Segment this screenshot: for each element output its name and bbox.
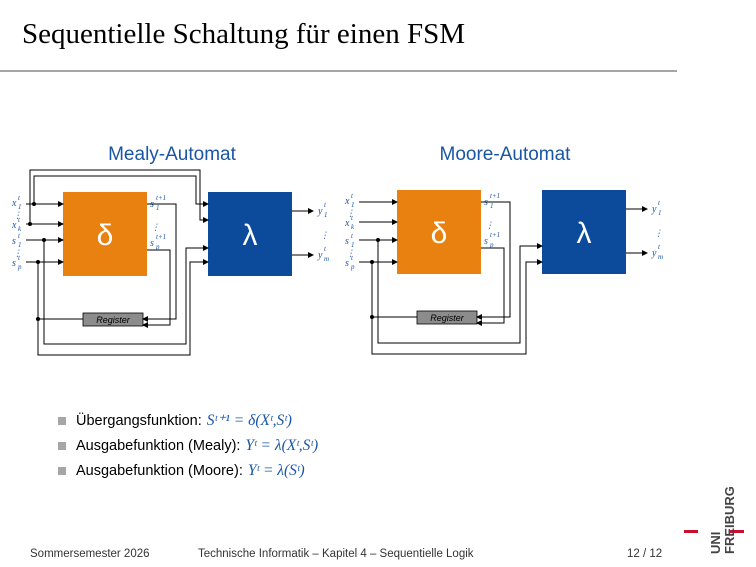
svg-text:y: y (651, 248, 657, 259)
svg-text:t: t (351, 254, 354, 262)
svg-text:m: m (658, 253, 663, 261)
svg-text:t: t (324, 245, 327, 253)
svg-text:x: x (11, 220, 17, 231)
moore-lambda-block (542, 190, 626, 274)
svg-text:t: t (324, 201, 327, 209)
svg-text:p: p (489, 241, 494, 249)
svg-text:y: y (317, 250, 323, 261)
svg-text:p: p (155, 243, 160, 251)
svg-text:m: m (324, 255, 329, 263)
svg-text:⋮: ⋮ (346, 248, 355, 258)
svg-text:t: t (18, 254, 21, 262)
svg-text:t+1: t+1 (156, 194, 166, 202)
svg-text:⋮: ⋮ (485, 220, 494, 230)
svg-text:t+1: t+1 (156, 233, 166, 241)
list-item: Ausgabefunktion (Moore): Yᵗ = λ(Sᵗ) (58, 458, 318, 483)
svg-text:⋮: ⋮ (346, 208, 355, 218)
bullet-square-icon (58, 416, 66, 425)
svg-text:t: t (351, 214, 354, 222)
bullet-square-icon (58, 441, 66, 450)
mealy-wiring (26, 169, 314, 356)
svg-text:1: 1 (658, 209, 662, 217)
footer-page-number: 12 / 12 (627, 548, 663, 560)
svg-text:1: 1 (156, 204, 160, 212)
svg-text:s: s (150, 238, 154, 249)
mealy-heading: Mealy-Automat (108, 144, 236, 165)
svg-text:⋮: ⋮ (13, 248, 22, 258)
svg-text:x: x (344, 196, 350, 207)
moore-heading: Moore-Automat (440, 144, 572, 165)
svg-text:x: x (344, 218, 350, 229)
svg-text:t: t (351, 192, 354, 200)
svg-text:y: y (317, 206, 323, 217)
bullet-label: Übergangsfunktion: (76, 412, 202, 429)
svg-text:y: y (651, 204, 657, 215)
svg-text:1: 1 (18, 203, 22, 211)
svg-text:t+1: t+1 (490, 192, 500, 200)
svg-text:t: t (18, 232, 21, 240)
logo-text-line2: FREIBURG (722, 486, 737, 554)
svg-text:1: 1 (18, 241, 22, 249)
mealy-junctions (28, 202, 46, 321)
logo-text-line1: UNI (708, 532, 723, 554)
moore-output-labels: yt1 ⋮ ytm (651, 199, 663, 261)
svg-text:t: t (658, 243, 661, 251)
bullet-square-icon (58, 466, 66, 475)
svg-text:t: t (658, 199, 661, 207)
title-divider (0, 70, 677, 72)
bullet-formula: Sᵗ⁺¹ = δ(Xᵗ,Sᵗ) (206, 412, 292, 429)
svg-text:1: 1 (351, 241, 355, 249)
svg-text:t+1: t+1 (490, 231, 500, 239)
svg-text:s: s (484, 236, 488, 247)
svg-text:t: t (351, 232, 354, 240)
svg-text:t: t (18, 216, 21, 224)
bullet-label: Ausgabefunktion (Mealy): (76, 437, 241, 454)
list-item: Ausgabefunktion (Mealy): Yᵗ = λ(Xᵗ,Sᵗ) (58, 433, 318, 458)
bullet-formula: Yᵗ = λ(Xᵗ,Sᵗ) (245, 436, 319, 454)
list-item: Übergangsfunktion: Sᵗ⁺¹ = δ(Xᵗ,Sᵗ) (58, 408, 318, 433)
moore-delta-block (397, 190, 481, 274)
moore-wiring (359, 199, 648, 355)
svg-text:s: s (12, 236, 16, 247)
svg-text:1: 1 (490, 202, 494, 210)
moore-register-label: Register (430, 313, 465, 323)
footer-semester: Sommersemester 2026 (30, 548, 150, 560)
bullet-formula: Yᵗ = λ(Sᵗ) (247, 461, 305, 479)
svg-text:s: s (345, 236, 349, 247)
mealy-state-labels: st+11 ⋮ st+1p (150, 194, 166, 251)
mealy-register-label: Register (96, 315, 131, 325)
svg-text:⋮: ⋮ (13, 210, 22, 220)
moore-state-labels: st+11 ⋮ st+1p (484, 192, 500, 249)
mealy-output-labels: yt1 ⋮ ytm (317, 201, 329, 263)
mealy-delta-symbol: δ (97, 219, 114, 252)
svg-text:x: x (11, 198, 17, 209)
footer-course: Technische Informatik – Kapitel 4 – Sequ… (198, 548, 474, 560)
svg-text:⋮: ⋮ (151, 222, 160, 232)
definition-list: Übergangsfunktion: Sᵗ⁺¹ = δ(Xᵗ,Sᵗ) Ausga… (58, 408, 318, 483)
svg-text:k: k (18, 225, 22, 233)
page-title: Sequentielle Schaltung für einen FSM (22, 18, 465, 50)
moore-lambda-symbol: λ (577, 217, 592, 250)
svg-text:1: 1 (351, 201, 355, 209)
university-logo: UNI FREIBURG (684, 486, 744, 554)
svg-text:s: s (12, 258, 16, 269)
svg-text:t: t (18, 194, 21, 202)
svg-text:⋮: ⋮ (654, 228, 663, 238)
moore-delta-symbol: δ (431, 217, 448, 250)
mealy-delta-block (63, 192, 147, 276)
svg-text:p: p (350, 263, 355, 271)
bullet-label: Ausgabefunktion (Moore): (76, 462, 243, 479)
mealy-lambda-symbol: λ (243, 219, 258, 252)
svg-text:k: k (351, 223, 355, 231)
moore-junctions (370, 238, 380, 319)
svg-text:1: 1 (324, 211, 328, 219)
mealy-lambda-block (208, 192, 292, 276)
svg-text:⋮: ⋮ (320, 230, 329, 240)
svg-text:p: p (17, 263, 22, 271)
svg-text:s: s (345, 258, 349, 269)
